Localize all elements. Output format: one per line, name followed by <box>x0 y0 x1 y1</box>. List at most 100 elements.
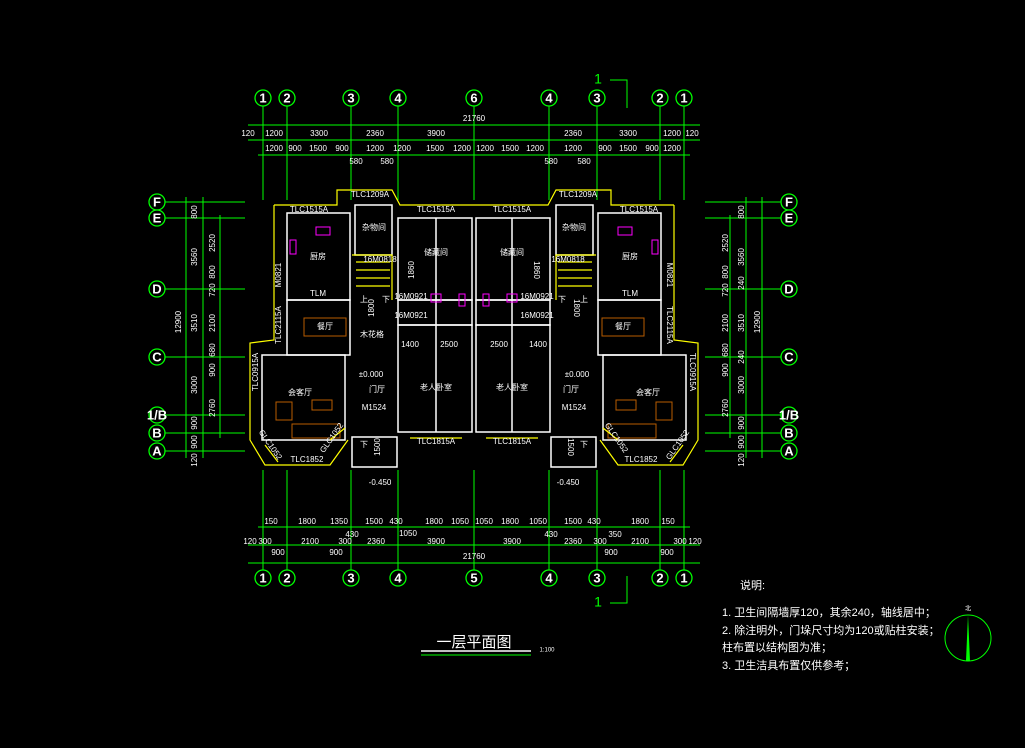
annotation-text: 1400 <box>529 340 547 349</box>
axis-right-label: C <box>784 349 794 364</box>
dimension-text: 2100 <box>301 537 319 546</box>
dimension-text: 1050 <box>399 529 417 538</box>
dimension-text: 3510 <box>737 314 746 332</box>
dimension-text: 800 <box>721 265 730 279</box>
section-mark-lines <box>610 79 628 604</box>
dimension-text: 1050 <box>451 517 469 526</box>
annotation-text: 1860 <box>407 261 416 279</box>
room-label: 木花格 <box>360 329 384 339</box>
axis-right-bubble <box>780 406 798 424</box>
annotation-text: 1500 <box>373 438 382 456</box>
dimension-text: 2100 <box>208 314 217 332</box>
annotation-text: 2500 <box>440 340 458 349</box>
drawing-title: 一层平面图 <box>436 634 511 651</box>
annotation-text: TLM <box>310 289 326 298</box>
dimension-text: 1500 <box>564 517 582 526</box>
dimension-text: 12900 <box>174 310 183 333</box>
dimension-text: 1500 <box>309 144 327 153</box>
axis-bottom-bubble <box>254 569 272 587</box>
axis-right-label: 1/B <box>779 407 799 422</box>
axis-top-bubble <box>651 89 669 107</box>
axis-bottom-label: 3 <box>593 570 600 585</box>
annotation-text: TLC1209A <box>351 190 390 199</box>
annotation-text: 下 <box>382 295 390 304</box>
dimension-text: 2360 <box>367 537 385 546</box>
dimension-text: 900 <box>335 144 349 153</box>
dimension-text: 900 <box>721 363 730 377</box>
dimension-text: 900 <box>660 548 674 557</box>
dimension-text: 300 <box>258 537 272 546</box>
axis-top-bubble <box>675 89 693 107</box>
dimension-text: 1500 <box>426 144 444 153</box>
axis-left-label: E <box>153 210 162 225</box>
axis-top-label: 3 <box>593 90 600 105</box>
annotation-text: 16M0818 <box>551 255 585 264</box>
axis-bottom-label: 1 <box>680 570 687 585</box>
north-arrow <box>944 614 992 662</box>
room-label: 会客厅 <box>636 387 660 397</box>
annotation-text: TLC1815A <box>493 437 532 446</box>
section-mark-label: 1 <box>594 71 602 87</box>
annotation-text: 2500 <box>490 340 508 349</box>
note-item: 3. 卫生洁具布置仅供参考； <box>722 658 855 672</box>
dimension-text: 900 <box>329 548 343 557</box>
axis-top-bubble <box>465 89 483 107</box>
dimension-text: 900 <box>598 144 612 153</box>
annotation-text: 1860 <box>532 261 541 279</box>
axis-bottom-label: 2 <box>656 570 663 585</box>
annotation-text: ±0.000 <box>359 370 384 379</box>
dimension-text: 1500 <box>501 144 519 153</box>
room-label: 会客厅 <box>288 387 312 397</box>
axis-right-bubble <box>780 280 798 298</box>
dimension-text: 1800 <box>425 517 443 526</box>
room-label: 餐厅 <box>615 322 631 331</box>
annotation-text: 16M0921 <box>520 292 554 301</box>
dimension-text: 1200 <box>476 144 494 153</box>
dimension-text: 120 <box>737 453 746 467</box>
dimension-text: 2360 <box>564 129 582 138</box>
unit-left <box>249 189 474 468</box>
dimension-text: 580 <box>349 157 363 166</box>
dimension-text: 900 <box>604 548 618 557</box>
annotation-text: TLC1852 <box>625 455 658 464</box>
room-label: 门厅 <box>369 384 385 394</box>
dimension-text: 1200 <box>663 144 681 153</box>
dimension-text: 1200 <box>366 144 384 153</box>
dimension-text: 900 <box>190 416 199 430</box>
dimension-text: 1200 <box>393 144 411 153</box>
dimension-text: 300 <box>338 537 352 546</box>
dimension-text: 2360 <box>366 129 384 138</box>
dimension-text: 900 <box>271 548 285 557</box>
axis-top-label: 4 <box>394 90 402 105</box>
axis-bottom-bubble <box>278 569 296 587</box>
axis-top-bubble <box>254 89 272 107</box>
axis-bottom-label: 1 <box>259 570 266 585</box>
dimension-text: 300 <box>673 537 687 546</box>
dimension-text: 21760 <box>463 114 486 123</box>
axis-left-label: B <box>152 425 161 440</box>
dimension-text: 900 <box>645 144 659 153</box>
dimension-text: 120 <box>241 129 255 138</box>
annotation-text: TLC1515A <box>493 205 532 214</box>
dimension-text: 720 <box>721 283 730 297</box>
dimension-text: 3900 <box>503 537 521 546</box>
axis-bottom-bubble <box>389 569 407 587</box>
annotation-text: TLM <box>622 289 638 298</box>
annotation-text: 16M0818 <box>363 255 397 264</box>
axis-right-label: A <box>784 443 794 458</box>
dimension-text: 900 <box>288 144 302 153</box>
annotation-text: ±0.000 <box>565 370 590 379</box>
axis-left-bubble <box>148 406 166 424</box>
dimension-text: 21760 <box>463 552 486 561</box>
note-item: 柱布置以结构图为准； <box>722 640 832 654</box>
axis-top-label: 2 <box>283 90 290 105</box>
annotation-text: TLC1515A <box>290 205 329 214</box>
axis-left-label: D <box>152 281 161 296</box>
annotation-text: M1524 <box>562 403 587 412</box>
dimension-text: 720 <box>208 283 217 297</box>
dimension-text: 3560 <box>190 248 199 266</box>
axis-right-bubble <box>780 424 798 442</box>
annotation-text: TLC1815A <box>417 437 456 446</box>
axis-left-label: C <box>152 349 162 364</box>
